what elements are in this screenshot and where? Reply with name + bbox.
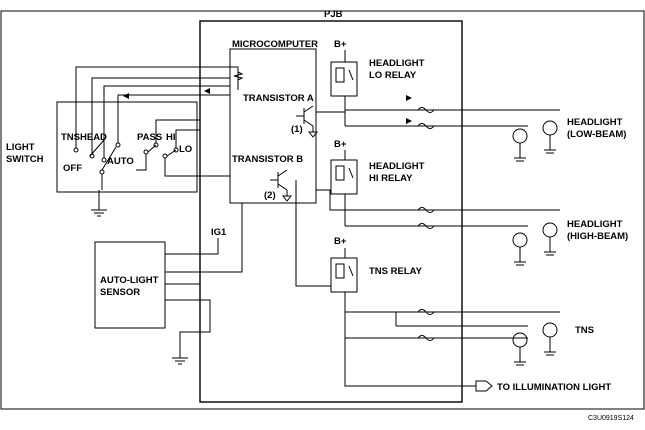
- relay-coils: [335, 50, 354, 279]
- hi-relay-label-2: HI RELAY: [369, 173, 413, 184]
- ig1-label: IG1: [211, 227, 227, 238]
- pjb-label: PJB: [324, 9, 343, 20]
- to-illumination-label: TO ILLUMINATION LIGHT: [497, 382, 611, 393]
- headlight-lamps-high: [512, 222, 558, 262]
- sensor-label-1: AUTO-LIGHT: [100, 275, 159, 286]
- sensor-label-2: SENSOR: [100, 287, 140, 298]
- hl-high-label-1: HEADLIGHT: [567, 219, 623, 230]
- hl-high-label-2: (HIGH-BEAM): [567, 231, 628, 242]
- lo-relay-label-1: HEADLIGHT: [369, 58, 425, 69]
- tns-lamp-label: TNS: [575, 325, 594, 336]
- headlight-lamps-low: [512, 120, 558, 158]
- bplus-1: B+: [334, 39, 347, 50]
- hi-relay-label-1: HEADLIGHT: [369, 161, 425, 172]
- hl-low-label-2: (LOW-BEAM): [567, 129, 626, 140]
- light-switch-box: [56, 101, 198, 193]
- tns-lamps: [512, 322, 558, 362]
- light-switch-label-2: SWITCH: [6, 154, 44, 165]
- output-wiring: [295, 96, 560, 392]
- transistor-b-symbol: [270, 169, 293, 202]
- outer-frame: [0, 10, 645, 410]
- hl-low-label-1: HEADLIGHT: [567, 117, 623, 128]
- illumination-arrow: [475, 380, 493, 392]
- lo-relay-box: [330, 61, 358, 97]
- bplus-2: B+: [334, 139, 347, 150]
- tns-relay-box: [330, 257, 358, 293]
- mark-1-label: (1): [291, 124, 303, 135]
- bplus-3: B+: [334, 236, 347, 247]
- microcomputer-label: MICROCOMPUTER: [232, 39, 318, 50]
- transistor-b-label: TRANSISTOR B: [232, 154, 303, 165]
- switch-off-label: OFF: [63, 163, 82, 174]
- light-switch-label-1: LIGHT: [6, 142, 35, 153]
- transistor-a-symbol: [296, 105, 319, 138]
- switch-tns-label: TNS: [61, 132, 80, 143]
- transistor-a-label: TRANSISTOR A: [243, 93, 314, 104]
- auto-light-sensor-box: [94, 241, 166, 329]
- microcomputer-box: [229, 48, 317, 204]
- tns-relay-label: TNS RELAY: [369, 266, 423, 277]
- switch-auto-label: AUTO: [107, 156, 134, 167]
- switch-pass-label: PASS: [137, 132, 162, 143]
- mark-2-label: (2): [264, 190, 276, 201]
- signal-arrows: [123, 88, 412, 124]
- sensor-wiring: [165, 203, 243, 358]
- ground-lamps: [514, 149, 556, 366]
- switch-wiring: [75, 66, 244, 210]
- ground-sensor: [172, 357, 188, 365]
- switch-head-label: HEAD: [80, 132, 107, 143]
- hi-relay-box: [330, 159, 358, 195]
- figure-code: C3U0919S124: [588, 415, 634, 422]
- switch-lo-label: LO: [179, 144, 192, 155]
- lo-relay-label-2: LO RELAY: [369, 70, 417, 81]
- switch-hi-label: HI: [166, 132, 176, 143]
- ground-switch: [91, 209, 107, 217]
- pjb-box: [199, 20, 463, 403]
